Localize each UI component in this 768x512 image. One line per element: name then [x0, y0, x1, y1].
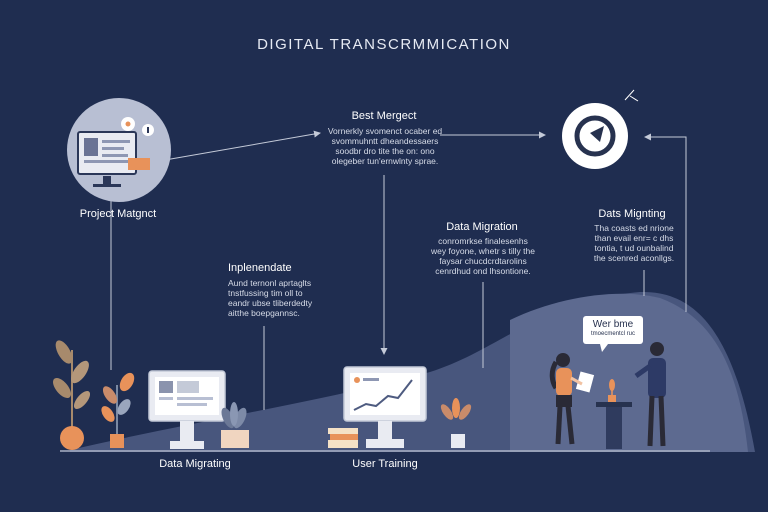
monitor-icon: [77, 131, 150, 187]
bubble-subtitle: tmoecmentcl ruc: [590, 331, 635, 337]
plant-icon: [53, 340, 91, 450]
plant-icon: [101, 372, 135, 448]
speech-bubble: [583, 316, 643, 352]
bubble-title: Wer bme: [592, 319, 634, 330]
implement-desc: Aund ternonl aprtaglts tnstfussing tim o…: [228, 278, 313, 318]
page-title: DIGITAL TRANSCRMMICATION: [257, 36, 511, 53]
plant-icon: [221, 402, 249, 448]
migration2-label: Dats Mignting: [598, 208, 666, 220]
bottom-left-label: Data Migrating: [159, 458, 231, 470]
project-label: Project Matgnct: [79, 208, 157, 220]
chart-monitor-icon: [343, 366, 427, 448]
implement-label: Inplenendate: [228, 262, 292, 274]
best-desc: Vornerkly svomenct ocaber ed svommuhntt …: [327, 126, 443, 166]
bottom-mid-label: User Training: [352, 458, 418, 470]
arrow-right-return: [644, 133, 687, 312]
migration-desc: conromrkse finalesenhs wey foyone, whetr…: [431, 236, 535, 276]
person-icon: [634, 342, 666, 447]
podium-icon: [596, 379, 632, 449]
clock-icon: [562, 89, 639, 169]
arrow-to-best: [164, 130, 321, 161]
books-icon: [328, 428, 358, 448]
migration2-desc: Tha coasts ed nrione than evail enr= c d…: [593, 223, 675, 263]
project-circle: [67, 98, 171, 202]
migration-label: Data Migration: [446, 221, 518, 233]
monitor-icon: [148, 370, 226, 449]
person-icon: [549, 353, 595, 445]
plant-icon: [440, 398, 472, 448]
best-label: Best Mergect: [351, 110, 417, 122]
